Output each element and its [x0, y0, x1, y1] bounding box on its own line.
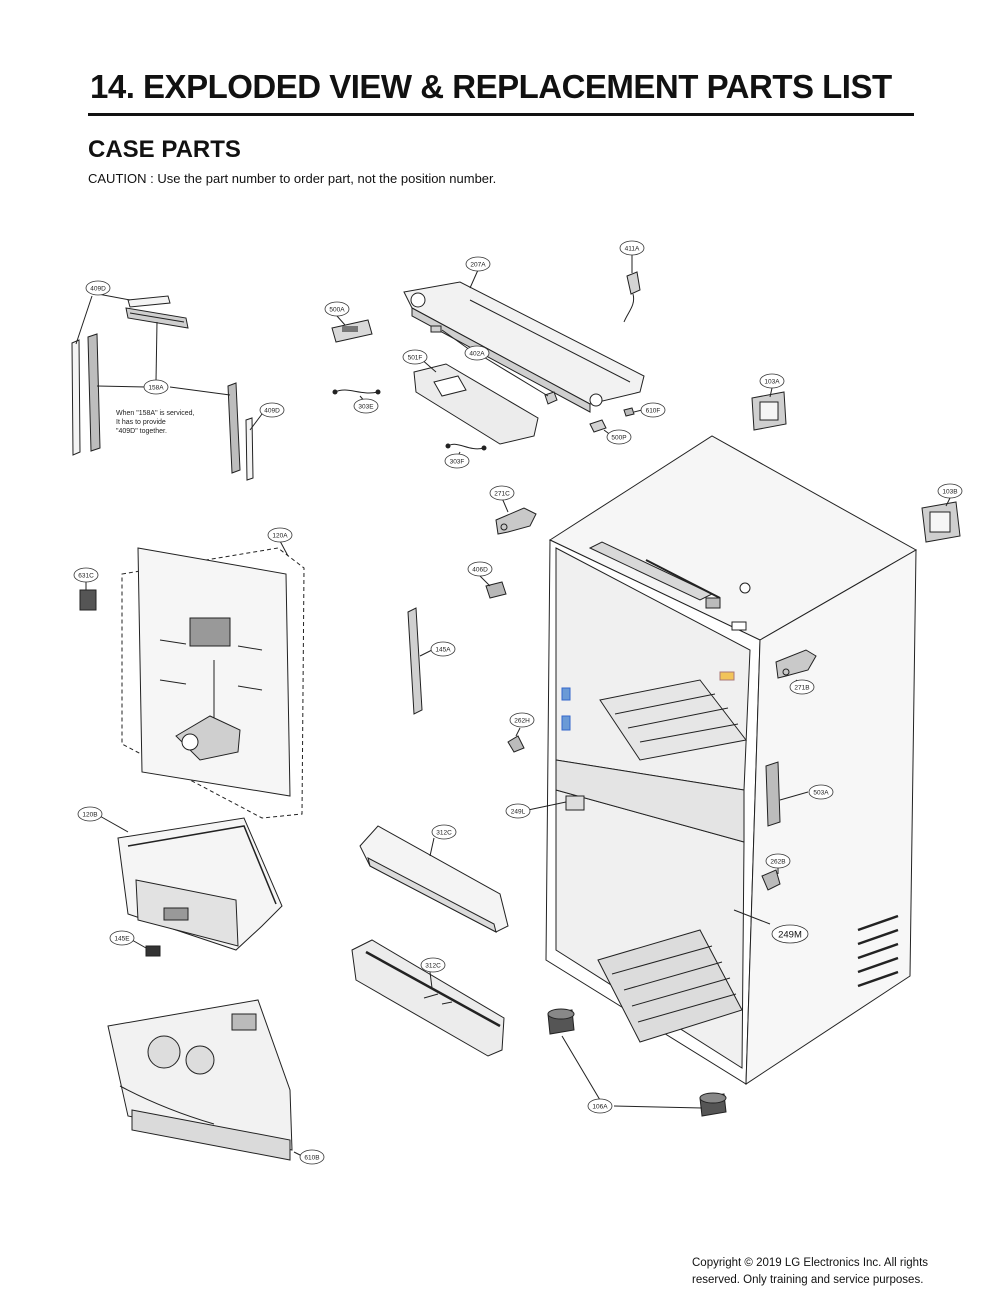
part-271C-hinge	[495, 507, 537, 535]
part-501F-board	[413, 363, 539, 445]
callout-103A: 103A	[764, 379, 780, 386]
part-409D-right-strip	[245, 417, 254, 481]
callout-106A: 106A	[592, 1104, 608, 1111]
callout-631C: 631C	[78, 573, 94, 580]
callout-ovals	[73, 240, 963, 1165]
part-500A-pcb	[331, 319, 373, 343]
section-title: CASE PARTS	[88, 136, 241, 163]
callout-262B: 262B	[770, 859, 785, 866]
part-411A-wire	[623, 271, 641, 323]
part-303F-wire	[445, 443, 487, 451]
part-409D-left-strip	[71, 339, 81, 456]
callout-312C-upper: 312C	[436, 830, 452, 837]
part-271B-hinge	[775, 649, 817, 679]
callout-500A: 500A	[329, 307, 345, 314]
part-262H-clip	[507, 735, 525, 753]
part-503A-cover	[765, 761, 781, 827]
cabinet-case	[545, 435, 918, 1085]
callout-249M: 249M	[778, 930, 802, 941]
part-158A-left-bar	[87, 333, 101, 452]
callout-120A: 120A	[272, 533, 288, 540]
callout-271C: 271C	[494, 491, 510, 498]
caution-text: CAUTION : Use the part number to order p…	[88, 171, 497, 186]
part-120A-group	[121, 547, 305, 819]
callout-610F: 610F	[646, 408, 661, 415]
copyright-line-1: Copyright © 2019 LG Electronics Inc. All…	[692, 1257, 929, 1269]
callout-409D-top: 409D	[90, 286, 106, 293]
copyright-notice: Copyright © 2019 LG Electronics Inc. All…	[692, 1255, 982, 1289]
callout-145A: 145A	[435, 647, 451, 654]
copyright-line-2: reserved. Only training and service purp…	[692, 1274, 924, 1286]
part-158A-right-bar	[227, 382, 241, 474]
part-402A-connector	[430, 325, 558, 405]
callout-312C-lower: 312C	[425, 963, 441, 970]
part-106A-leveling-feet	[547, 1008, 727, 1117]
callout-610B: 610B	[304, 1155, 319, 1162]
page-title: 14. EXPLODED VIEW & REPLACEMENT PARTS LI…	[90, 68, 892, 105]
callout-262H: 262H	[514, 718, 530, 725]
part-207A-cover	[403, 281, 645, 413]
callout-207A: 207A	[470, 262, 486, 269]
callout-303F: 303F	[450, 459, 465, 466]
callout-303E: 303E	[358, 404, 374, 411]
part-249L-connector	[565, 795, 585, 811]
part-610F-clip	[623, 407, 635, 417]
part-409D-top-strip	[127, 295, 171, 308]
callout-120B: 120B	[82, 812, 97, 819]
callout-500P: 500P	[611, 435, 626, 442]
callout-271B: 271B	[794, 685, 809, 692]
part-500P-module	[589, 419, 607, 433]
part-610B-duct	[107, 999, 293, 1161]
title-rule	[88, 113, 914, 116]
part-120B-cover	[117, 817, 283, 951]
callout-402A: 402A	[469, 351, 485, 358]
callout-103B: 103B	[942, 489, 957, 496]
part-103A-panel	[751, 391, 787, 431]
service-note-line-1: When "158A" is serviced,	[116, 410, 195, 417]
callout-409D-right: 409D	[264, 408, 280, 415]
service-note-line-2: It has to provide	[116, 419, 166, 426]
callout-411A: 411A	[625, 246, 640, 253]
service-note-line-3: "409D" together.	[116, 428, 167, 435]
part-406D-bracket	[485, 581, 507, 599]
part-262B-clip	[761, 869, 781, 891]
callout-406D: 406D	[472, 567, 488, 574]
service-note: When "158A" is serviced, It has to provi…	[116, 410, 195, 435]
part-103B-panel	[921, 501, 961, 543]
callout-158A: 158A	[148, 385, 164, 392]
part-145E-part	[145, 945, 161, 957]
part-303E-wire	[332, 389, 381, 395]
part-158A-top-bar	[125, 307, 189, 329]
callout-503A: 503A	[813, 790, 829, 797]
part-145A-duct	[407, 607, 423, 715]
part-312C-lower-bin	[351, 939, 505, 1057]
part-312C-upper-bin	[359, 825, 509, 933]
part-631C-filter	[79, 589, 97, 611]
callout-501F: 501F	[408, 355, 423, 362]
callout-145E: 145E	[114, 936, 130, 943]
callout-249L: 249L	[511, 809, 526, 816]
